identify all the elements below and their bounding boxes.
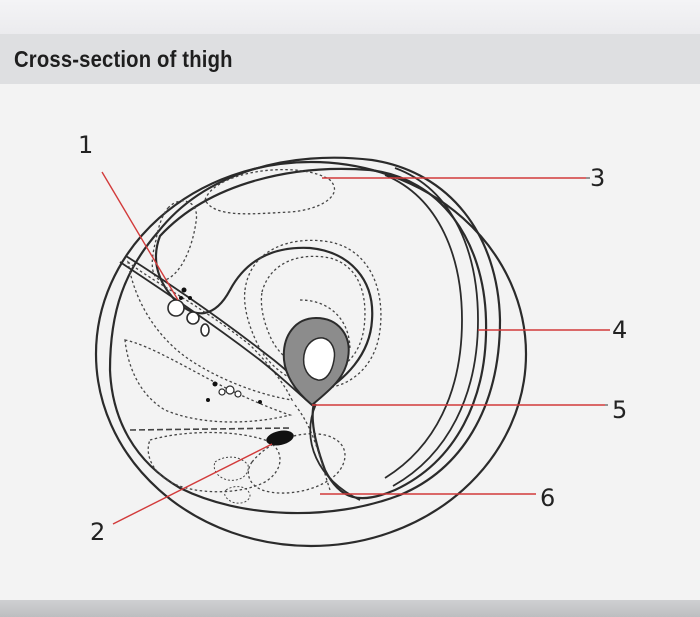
adductor-group bbox=[127, 260, 294, 401]
label-3: 3 bbox=[590, 164, 605, 192]
label-6: 6 bbox=[540, 484, 555, 512]
window-top-strip bbox=[0, 0, 700, 34]
profunda-vessels bbox=[206, 381, 262, 404]
page-title: Cross-section of thigh bbox=[14, 46, 233, 72]
hamstring-group bbox=[147, 431, 281, 493]
label-2: 2 bbox=[90, 518, 105, 546]
vastus-lateralis bbox=[392, 167, 479, 487]
label-1: 1 bbox=[78, 131, 93, 159]
posterior-small-structures bbox=[213, 456, 251, 504]
femoral-vessels bbox=[167, 287, 210, 337]
pointer-lines bbox=[101, 171, 610, 525]
rectus-femoris bbox=[204, 169, 336, 215]
pointer-line-1 bbox=[101, 171, 179, 301]
skin-outline bbox=[94, 160, 528, 548]
label-4: 4 bbox=[612, 316, 627, 344]
femur-bone bbox=[282, 316, 350, 407]
title-bar bbox=[0, 34, 700, 84]
sciatic-nerve bbox=[266, 430, 294, 446]
window-bottom-strip bbox=[0, 600, 700, 617]
fascia-outline bbox=[108, 156, 502, 515]
sartorius bbox=[151, 200, 198, 281]
label-5: 5 bbox=[612, 396, 627, 424]
pointer-line-2 bbox=[112, 443, 273, 525]
diagram-panel bbox=[0, 84, 700, 617]
vastus-intermedius bbox=[243, 239, 382, 389]
anterior-compartment bbox=[155, 167, 488, 500]
